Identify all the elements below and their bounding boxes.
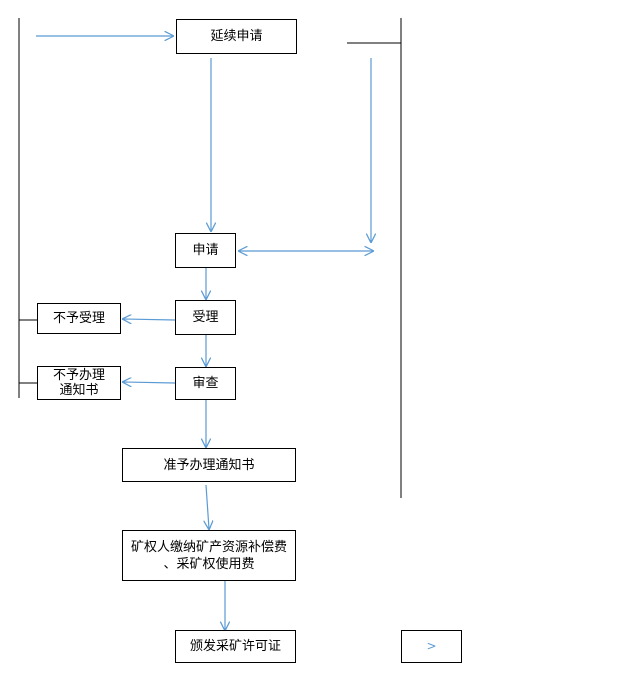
- node-approval-notice: 准予办理通知书: [122, 448, 296, 482]
- node-extension-application-label: 延续申请: [210, 29, 263, 44]
- node-not-approved-notice-line2: 通知书: [59, 383, 99, 398]
- arrow-approval-to-payment: [206, 484, 209, 529]
- node-not-accepted: 不予受理: [37, 303, 121, 334]
- node-not-accepted-label: 不予受理: [52, 311, 105, 326]
- node-not-approved-notice: 不予办理 通知书: [37, 366, 121, 400]
- node-payment: 矿权人缴纳矿产资源补偿费 、采矿权使用费: [122, 530, 296, 581]
- node-extension-application: 延续申请: [176, 19, 297, 54]
- node-review: 审查: [175, 367, 236, 400]
- node-payment-line1: 矿权人缴纳矿产资源补偿费: [130, 539, 287, 555]
- node-approval-notice-label: 准予办理通知书: [163, 457, 255, 473]
- node-application: 申请: [175, 233, 236, 268]
- arrow-review-to-not-approved: [123, 382, 176, 383]
- node-issue-license-label: 颁发采矿许可证: [189, 639, 281, 654]
- node-application-label: 申请: [192, 243, 219, 258]
- legend-box: >: [401, 630, 462, 663]
- node-issue-license: 颁发采矿许可证: [175, 630, 296, 663]
- node-acceptance: 受理: [175, 300, 236, 335]
- node-payment-line2: 、采矿权使用费: [163, 556, 255, 572]
- node-acceptance-label: 受理: [192, 310, 219, 325]
- node-not-approved-notice-line1: 不予办理: [52, 368, 105, 383]
- small-arrow-icon: >: [426, 639, 437, 653]
- node-review-label: 审查: [192, 376, 219, 391]
- arrow-acceptance-to-not-accepted: [123, 319, 176, 320]
